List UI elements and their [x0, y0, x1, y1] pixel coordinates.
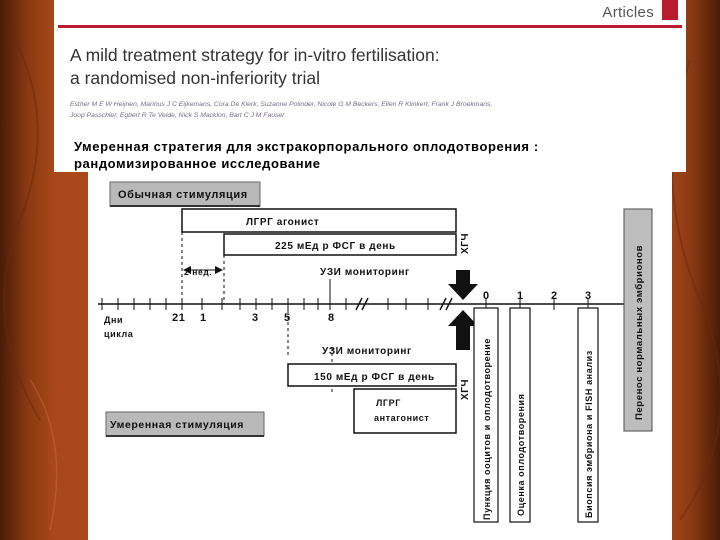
fertilisation-check-box: [509, 307, 531, 523]
journal-tab-marker: [662, 0, 678, 20]
embryo-biopsy-label: Биопсия эмбриона и FISH анализ: [584, 350, 594, 518]
russian-title: Умеренная стратегия для экстракорпоральн…: [74, 138, 674, 172]
hcg-top-label: ХГЧ: [460, 233, 471, 254]
embryo-biopsy-box: [577, 307, 599, 523]
hcg-bottom-label: ХГЧ: [460, 379, 471, 400]
tick-label: 0: [483, 290, 490, 302]
tick-label: 8: [328, 312, 335, 324]
tick-label: 2: [551, 290, 558, 302]
fsh-225-bar: [223, 233, 457, 256]
paper-title-line-2: a randomised non-inferiority trial: [70, 68, 320, 88]
hcg-up-arrow: [448, 310, 478, 350]
section-label: Articles: [602, 4, 654, 21]
conventional-label-box: [109, 181, 261, 207]
gnrh-agonist-bar: [181, 208, 457, 233]
treatment-diagram: Обычная стимуляция ЛГРГ агонист 225 мЕд …: [88, 172, 672, 540]
us-monitoring-top-label: УЗИ мониторинг: [320, 267, 410, 278]
gnrh-antagonist-label-line-2: антагонист: [374, 413, 429, 423]
embryo-transfer-box: [623, 208, 653, 432]
mild-label-box: [105, 411, 265, 437]
russian-title-line-1: Умеренная стратегия для экстракорпоральн…: [74, 139, 539, 154]
hcg-down-arrow: [448, 270, 478, 300]
oocyte-retrieval-box: [473, 307, 499, 523]
header-rule: [58, 25, 682, 28]
us-monitoring-bottom-label: УЗИ мониторинг: [322, 346, 412, 357]
mild-label: Умеренная стимуляция: [110, 419, 244, 431]
tick-label: 1: [517, 290, 524, 302]
gnrh-antagonist-box: [353, 388, 457, 434]
tick-label: 1: [200, 312, 207, 324]
fsh-225-label: 225 мЕд р ФСГ в день: [275, 241, 396, 252]
russian-title-line-2: рандомизированное исследование: [74, 156, 321, 171]
tick-label: 3: [252, 312, 259, 324]
tick-label: 5: [284, 312, 291, 324]
treatment-timeline-svg: Обычная стимуляция ЛГРГ агонист 225 мЕд …: [98, 181, 653, 523]
two-weeks-label: 2 нед.: [184, 267, 212, 277]
paper-authors: Esther M E W Heijnen, Marinus J C Eijkem…: [70, 99, 590, 121]
authors-line-2: Joop Passchier, Egbert R Te Velde, Nick …: [70, 112, 285, 119]
oocyte-retrieval-label: Пункция ооцитов и оплодотворение: [482, 338, 492, 520]
tick-label: 3: [585, 290, 592, 302]
authors-line-1: Esther M E W Heijnen, Marinus J C Eijkem…: [70, 101, 493, 108]
fsh-150-label: 150 мЕд р ФСГ в день: [314, 372, 435, 383]
paper-title-line-1: A mild treatment strategy for in-vitro f…: [70, 45, 440, 65]
embryo-transfer-label: Перенос нормальных эмбрионов: [634, 245, 645, 420]
article-header: Articles A mild treatment strategy for i…: [54, 0, 686, 172]
fsh-150-bar: [287, 363, 457, 387]
paper-title: A mild treatment strategy for in-vitro f…: [70, 44, 590, 90]
gnrh-agonist-label: ЛГРГ агонист: [246, 217, 319, 228]
gnrh-antagonist-label-line-1: ЛГРГ: [376, 398, 401, 408]
cycle-days-label-line-2: цикла: [104, 329, 134, 339]
conventional-label: Обычная стимуляция: [118, 189, 248, 201]
tick-label: 21: [172, 312, 185, 324]
fertilisation-check-label: Оценка оплодотворения: [516, 393, 526, 516]
cycle-days-label-line-1: Дни: [104, 315, 123, 325]
